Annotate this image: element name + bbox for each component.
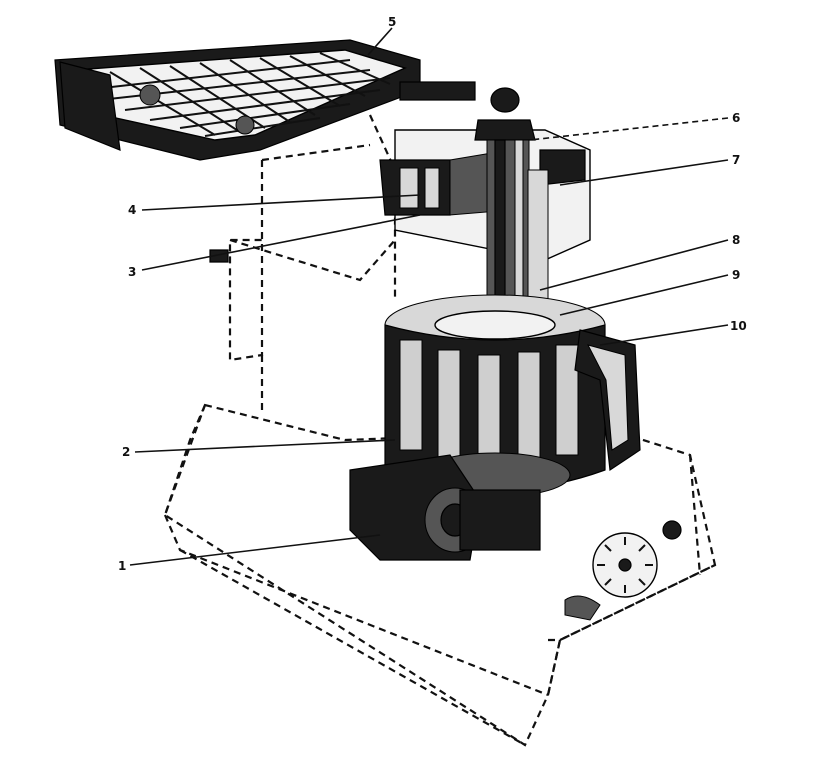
callout-2: 2 bbox=[122, 445, 130, 459]
leader-2 bbox=[134, 439, 396, 453]
control-dial bbox=[209, 249, 682, 621]
leader-6 bbox=[529, 117, 729, 141]
callout-6: 6 bbox=[732, 111, 740, 125]
callout-10: 10 bbox=[730, 319, 747, 333]
callout-9: 9 bbox=[732, 268, 740, 282]
callout-4: 4 bbox=[128, 203, 136, 217]
leader-5 bbox=[367, 27, 393, 56]
callout-8: 8 bbox=[732, 233, 740, 247]
leader-1 bbox=[129, 534, 381, 566]
leader-10 bbox=[599, 324, 729, 346]
callout-3: 3 bbox=[128, 265, 136, 279]
callout-7: 7 bbox=[732, 153, 740, 167]
leader-3 bbox=[141, 214, 421, 271]
callout-5: 5 bbox=[388, 15, 396, 29]
column-body bbox=[228, 114, 397, 410]
magazine-tray bbox=[54, 39, 476, 161]
leader-9 bbox=[559, 274, 729, 316]
callout-1: 1 bbox=[118, 559, 126, 573]
leader-7 bbox=[559, 159, 729, 186]
leader-lines bbox=[129, 27, 729, 566]
leader-8 bbox=[539, 239, 729, 291]
drive-motor bbox=[349, 454, 541, 561]
callout-labels: 5 4 3 2 1 6 7 8 9 10 bbox=[118, 15, 747, 573]
leader-4 bbox=[141, 194, 421, 211]
